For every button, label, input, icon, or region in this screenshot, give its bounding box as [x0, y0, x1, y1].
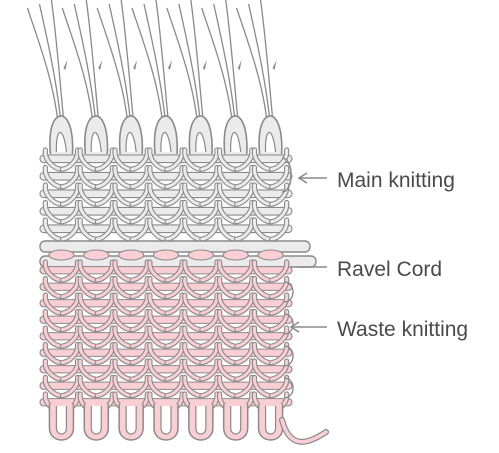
bottom-loops — [49, 404, 326, 442]
needle-hook — [203, 60, 207, 70]
ravel-waste-dip — [188, 250, 213, 260]
strand — [226, 0, 238, 118]
needle-hook — [168, 60, 172, 70]
strand — [51, 0, 63, 118]
ravel-waste-dip — [153, 250, 178, 260]
bottom-loop-inner — [196, 406, 206, 434]
needle-hook — [133, 60, 137, 70]
label-main-knitting: Main knitting — [337, 170, 455, 191]
strand — [249, 4, 270, 118]
bottom-loop-inner — [161, 406, 171, 434]
strand — [179, 4, 200, 118]
needle-hook — [98, 60, 102, 70]
strand — [191, 0, 203, 118]
bottom-loop-inner — [126, 406, 136, 434]
label-waste-knitting: Waste knitting — [337, 319, 468, 340]
ravel-waste-dip — [119, 250, 144, 260]
strand — [39, 4, 60, 118]
main-knitting-area — [40, 150, 292, 239]
strand — [121, 0, 133, 118]
strand — [144, 4, 165, 118]
bottom-loop-inner — [91, 406, 101, 434]
needle-strands — [27, 0, 276, 118]
bottom-loop-inner — [231, 406, 241, 434]
strand — [27, 8, 57, 118]
ravel-waste-dip — [49, 250, 74, 260]
strand — [214, 4, 235, 118]
strand — [74, 4, 95, 118]
strand — [86, 0, 98, 118]
strand — [109, 4, 130, 118]
bottom-loop-inner — [56, 406, 66, 434]
bottom-loop-inner — [266, 406, 276, 434]
needle-loops — [50, 116, 282, 154]
strand — [156, 0, 168, 118]
ravel-waste-dip — [223, 250, 248, 260]
label-ravel-cord: Ravel Cord — [337, 259, 442, 280]
ravel-waste-dip — [258, 250, 283, 260]
needle-hook — [63, 60, 67, 70]
needle-hook — [238, 60, 242, 70]
ravel-waste-dip — [84, 250, 109, 260]
needle-hook — [273, 60, 277, 70]
yarn-tail-outline — [282, 420, 326, 442]
waste-knitting-area — [40, 262, 293, 412]
strand — [261, 0, 273, 118]
